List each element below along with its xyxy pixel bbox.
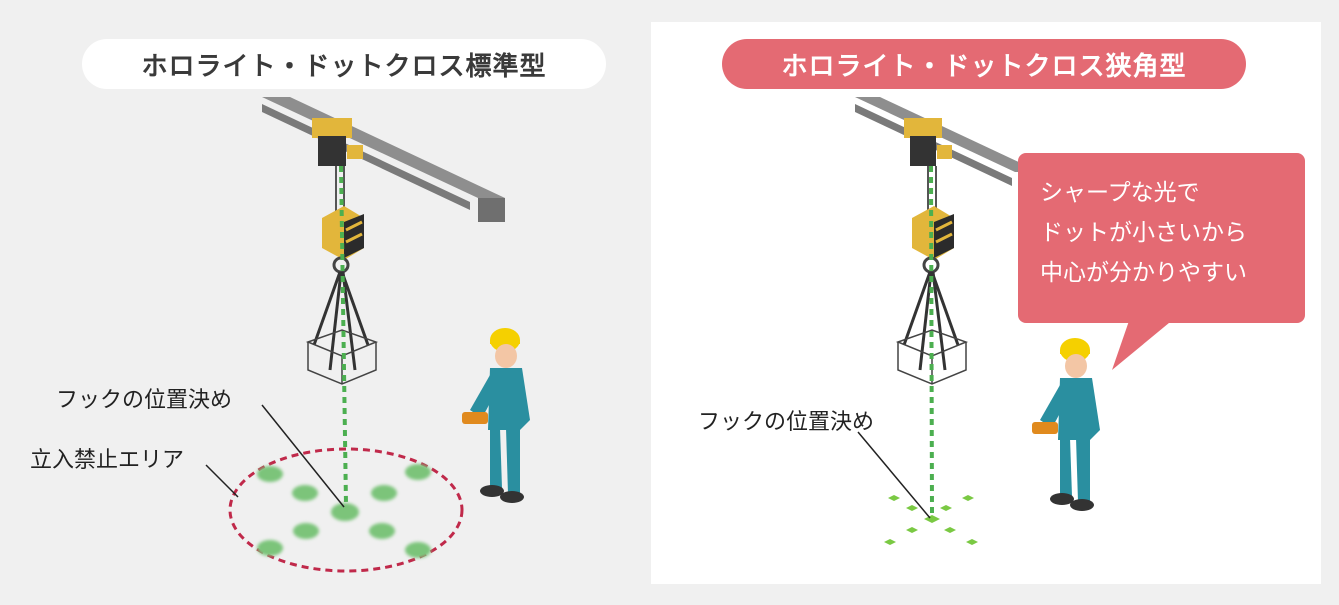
bubble-line-1: シャープな光で [1040,180,1200,206]
left-worker [462,328,530,503]
left-crane-beam [262,97,505,222]
left-dots [257,464,431,558]
left-hook-label: フックの位置決め [56,388,233,413]
left-restricted-zone [228,447,464,573]
left-zone-leader [205,464,239,498]
left-hoist [312,118,363,214]
right-worker [1032,338,1100,511]
right-laser-beam [929,165,934,516]
bubble-line-3: 中心が分かりやすい [1040,260,1247,286]
left-title-pill: ホロライト・ドットクロス標準型 [82,39,606,89]
speech-bubble: シャープな光で ドットが小さいから 中心が分かりやすい [1018,153,1305,323]
right-crane-beam [855,97,1040,186]
right-hoist [904,118,952,214]
right-hook-leader [857,431,931,519]
right-dot-cross [884,495,978,545]
left-hook-leader [261,404,345,508]
right-sling-load [895,271,969,385]
left-sling-load [305,271,379,385]
bubble-tail [1112,318,1175,370]
left-laser-beam [339,165,348,506]
right-title-pill: ホロライト・ドットクロス狭角型 [722,39,1246,89]
right-hook-label: フックの位置決め [698,410,875,435]
bubble-line-2: ドットが小さいから [1040,220,1247,246]
left-zone-label: 立入禁止エリア [30,448,185,473]
